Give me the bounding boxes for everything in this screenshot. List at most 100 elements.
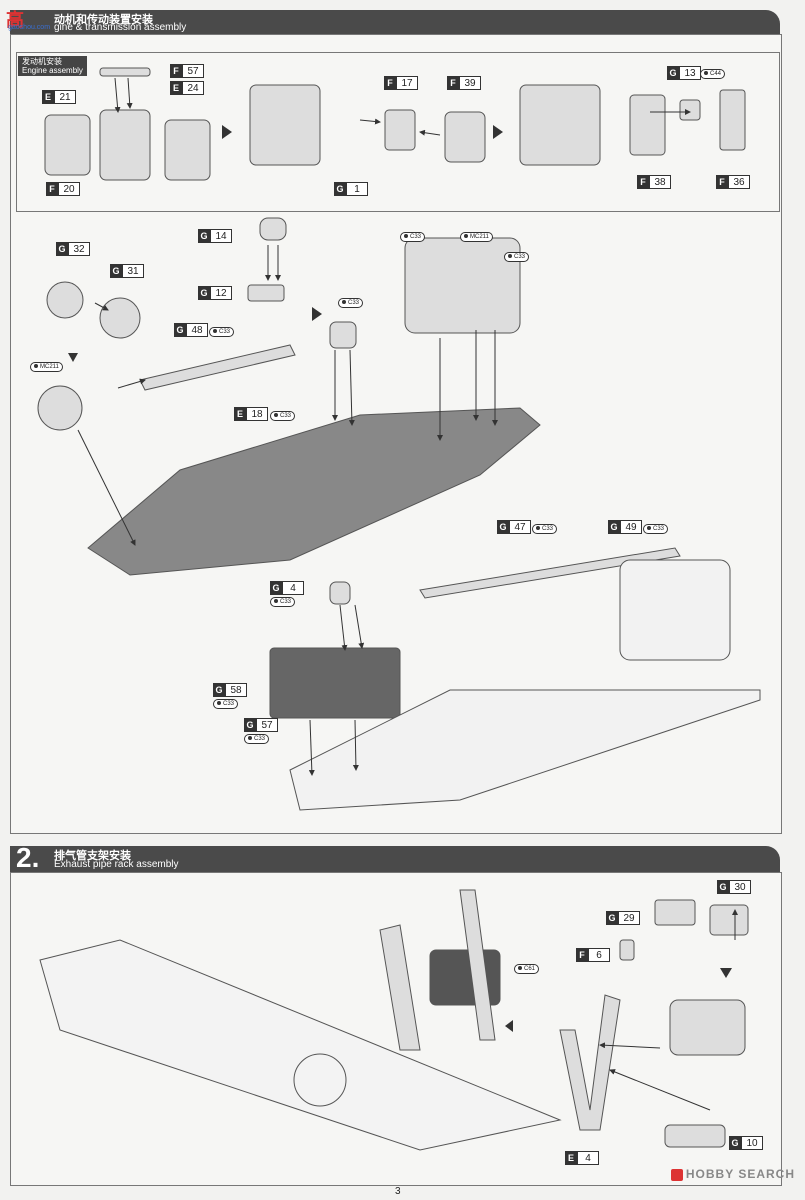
arrow-down (68, 353, 78, 362)
paint-mc211-left: MC211 (30, 362, 63, 372)
chassis-ghost (289, 689, 761, 811)
arrow-down-2 (720, 968, 732, 978)
step1-title-zh: 动机和传动装置安装 (54, 14, 153, 26)
rack-arm-left (379, 924, 421, 1051)
part-g31 (99, 297, 141, 339)
step2-header: 2. 排气管支架安装 Exhaust pipe rack assembly (10, 842, 780, 873)
part-g30 (709, 904, 749, 936)
watermark-glyph: 高 (6, 10, 24, 30)
paint-c61: C61 (514, 964, 540, 974)
step2-title-zh: 排气管支架安装 (54, 850, 131, 862)
sub-label-zh: 发动机安装 (22, 57, 62, 66)
muffler (669, 999, 746, 1056)
paint-g48-c33: C33 (209, 327, 235, 337)
engine-block-2 (519, 84, 601, 166)
part-f36 (719, 89, 746, 151)
arrow-diag (312, 307, 322, 321)
step2-number: 2. (16, 842, 40, 873)
part-g14 (259, 217, 287, 241)
engine-half-left (44, 114, 91, 176)
part-g10 (664, 1124, 726, 1148)
hobby-search-watermark: HOBBY SEARCH (670, 1167, 795, 1181)
step1-title-en: gine & transmission assembly (54, 22, 187, 33)
paint-g47-c33: C33 (532, 524, 558, 534)
paint-g4-c33: C33 (270, 597, 296, 607)
part-g12 (247, 284, 285, 302)
engine-subassembly-label: 发动机安装 Engine assembly (18, 56, 87, 76)
part-g4 (329, 581, 351, 605)
watermark-logo: 高 gaoshou.com (6, 6, 70, 32)
part-c33-mount (329, 321, 357, 349)
arrow-left-2 (505, 1020, 513, 1032)
part-f38 (629, 94, 666, 156)
chassis-ghost-2 (39, 939, 562, 1151)
engine-subassembly-box (16, 52, 780, 212)
engine-fan-ghost (293, 1053, 347, 1107)
paint-e18-c33: C33 (270, 411, 296, 421)
engine-assembled (404, 237, 521, 334)
part-f17 (384, 109, 416, 151)
part-g32 (46, 281, 84, 319)
part-f39 (444, 111, 486, 163)
chassis-plate-e18 (87, 407, 541, 576)
part-f6 (619, 939, 635, 961)
sub-label-en: Engine assembly (22, 66, 83, 75)
step1-header: 动机和传动装置安装 gine & transmission assembly (10, 10, 780, 34)
paint-engine-c33-b: C33 (504, 252, 530, 262)
part-g13 (679, 99, 701, 121)
paint-engine-mc211: MC211 (460, 232, 493, 242)
engine-top-plate (99, 67, 151, 77)
arrow-right-2 (493, 125, 503, 139)
arrow-right-1 (222, 125, 232, 139)
paint-c44: C44 (700, 69, 726, 79)
watermark-site: gaoshou.com (8, 24, 51, 31)
bracket-g58-g57 (269, 647, 401, 719)
page-number: 3 (395, 1186, 401, 1197)
rack-e4 (559, 994, 621, 1131)
hobby-search-logo-icon (670, 1168, 683, 1181)
step2-title-en: Exhaust pipe rack assembly (54, 859, 179, 870)
paint-g57-c33: C33 (244, 734, 270, 744)
part-mc211-gear (37, 385, 83, 431)
paint-g49-c33: C33 (643, 524, 669, 534)
paint-mount-c33: C33 (338, 298, 364, 308)
shaft-g48 (139, 344, 296, 391)
engine-block-1 (249, 84, 321, 166)
paint-g58-c33: C33 (213, 699, 239, 709)
engine-half-mid (99, 109, 151, 181)
shaft-g47-g49 (419, 547, 681, 599)
engine-on-chassis (619, 559, 731, 661)
engine-half-right (164, 119, 211, 181)
part-g29 (654, 899, 696, 926)
paint-engine-c33-a: C33 (400, 232, 426, 242)
rack-arm-right (459, 889, 496, 1041)
